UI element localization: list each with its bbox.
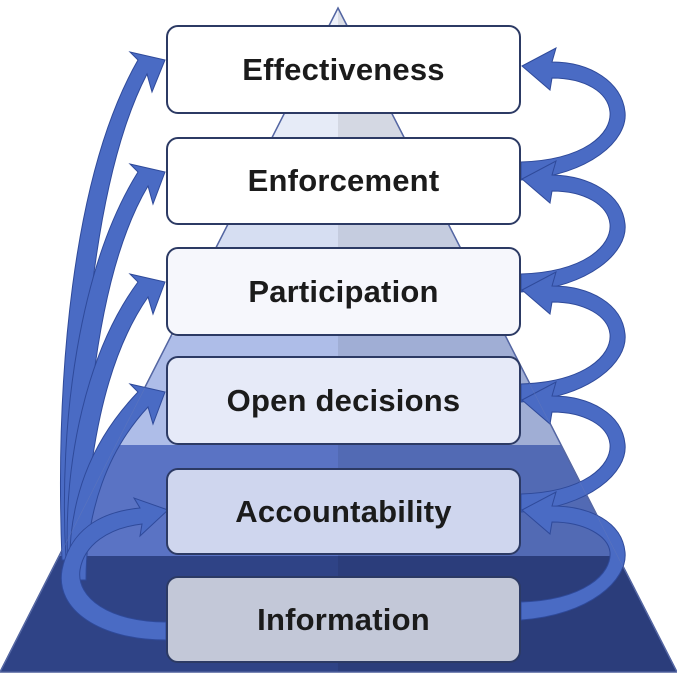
right-arrow-2 [520, 160, 626, 293]
left-arrows [60, 51, 169, 641]
level-label-accountability: Accountability [235, 493, 452, 529]
level-box-information: Information [166, 576, 521, 663]
level-label-information: Information [257, 601, 430, 637]
right-arrow-5 [520, 491, 626, 621]
level-label-effectiveness: Effectiveness [242, 51, 445, 87]
right-arrow-3 [520, 271, 626, 403]
level-box-accountability: Accountability [166, 468, 521, 555]
right-arrows [520, 47, 626, 621]
level-box-participation: Participation [166, 247, 521, 336]
right-arrow-1 [520, 47, 626, 181]
level-box-open-decisions: Open decisions [166, 356, 521, 445]
level-box-effectiveness: Effectiveness [166, 25, 521, 114]
level-label-enforcement: Enforcement [247, 163, 440, 198]
level-label-open-decisions: Open decisions [226, 382, 461, 418]
left-arrow-5 [60, 497, 169, 641]
level-label-participation: Participation [248, 273, 439, 309]
level-box-enforcement: Enforcement [166, 137, 521, 225]
right-arrow-4 [520, 381, 626, 513]
